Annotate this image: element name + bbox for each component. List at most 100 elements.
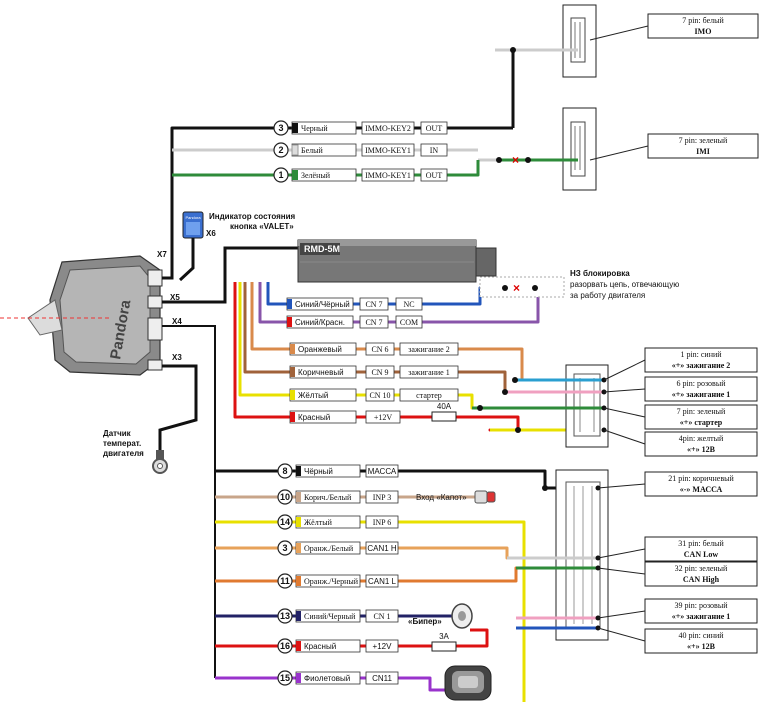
svg-text:МАССА: МАССА <box>368 467 397 476</box>
svg-text:температ.: температ. <box>103 439 141 448</box>
x4-wire-row: 8 Чёрный МАССА <box>277 463 399 479</box>
svg-text:Белый: Белый <box>301 146 324 155</box>
svg-text:«+» стартер: «+» стартер <box>680 418 723 427</box>
svg-text:НЗ блокировка: НЗ блокировка <box>570 269 630 278</box>
svg-text:CAN1 L: CAN1 L <box>368 577 397 586</box>
x4-wire-row: 10 Корич./Белый INP 3 <box>277 489 399 505</box>
svg-text:CN 10: CN 10 <box>369 391 390 400</box>
key-tag-icon <box>444 665 492 701</box>
svg-text:32 pin: зеленый: 32 pin: зеленый <box>675 564 728 573</box>
can-label: 39 pin: розовый «+» зажигание 1 <box>597 598 758 624</box>
svg-text:кнопка «VALET»: кнопка «VALET» <box>230 222 294 231</box>
svg-text:IMI: IMI <box>696 147 710 156</box>
svg-text:39 pin: розовый: 39 pin: розовый <box>675 601 729 610</box>
rmd-wire-row: Синий/Чёрный CN 7 NC <box>286 297 423 311</box>
svg-text:8: 8 <box>282 466 287 476</box>
svg-text:CN 6: CN 6 <box>371 345 388 354</box>
svg-text:3A: 3A <box>439 632 449 641</box>
svg-text:3: 3 <box>282 543 287 553</box>
svg-text:15: 15 <box>280 673 290 683</box>
can-connector <box>555 469 609 641</box>
rmd-wire-row: Красный +12V 40A <box>289 402 457 424</box>
valet-indicator: Pandora Индикатор состояния кнопка «VALE… <box>182 211 296 239</box>
svg-text:Оранж./Белый: Оранж./Белый <box>304 544 354 553</box>
svg-text:Корич./Белый: Корич./Белый <box>304 493 352 502</box>
can-label: 40 pin: синий «+» 12В <box>597 627 758 654</box>
imi-label: 7 pin: зеленый IMI <box>589 133 759 161</box>
x7-wire-row: 2 Белый IMMO-KEY1 IN <box>273 142 448 158</box>
svg-text:3: 3 <box>278 123 283 133</box>
x7-wire-row: 1 Зелёный IMMO-KEY1 OUT <box>273 167 448 183</box>
svg-text:двигателя: двигателя <box>103 449 144 458</box>
svg-text:Индикатор состояния: Индикатор состояния <box>209 212 296 221</box>
x4-label: X4 <box>172 317 182 326</box>
svg-text:Жёлтый: Жёлтый <box>304 518 333 527</box>
ign-label: 1 pin: синий «+» зажигание 2 <box>603 347 758 381</box>
beeper-label: «Бипер» <box>408 617 442 626</box>
svg-text:Синий/Красн.: Синий/Красн. <box>295 318 345 327</box>
svg-text:X6: X6 <box>206 229 216 238</box>
svg-text:Красный: Красный <box>298 413 330 422</box>
beeper-icon <box>451 603 473 629</box>
svg-text:CAN Low: CAN Low <box>684 550 719 559</box>
svg-text:Коричневый: Коричневый <box>298 368 344 377</box>
x4-wire-row: 13 Синий/Черный CN 1 <box>277 608 399 624</box>
svg-text:7 pin: зеленый: 7 pin: зеленый <box>677 407 726 416</box>
svg-text:CAN High: CAN High <box>683 575 720 584</box>
x4-wire-row: 14 Жёлтый INP 6 <box>277 514 399 530</box>
svg-text:COM: COM <box>400 318 418 327</box>
temperature-sensor <box>152 450 168 474</box>
svg-text:Чёрный: Чёрный <box>304 467 333 476</box>
svg-text:CN 7: CN 7 <box>365 318 382 327</box>
pandora-unit: Pandora <box>0 255 163 376</box>
x4-wire-row: 16 Красный +12V 3A <box>277 632 457 654</box>
svg-text:IMMO-KEY1: IMMO-KEY1 <box>365 171 411 180</box>
rmd-wire-row: Жёлтый CN 10 стартер <box>289 388 459 402</box>
svg-text:11: 11 <box>280 576 290 586</box>
svg-text:16: 16 <box>280 641 290 651</box>
hood-switch-icon <box>474 490 496 504</box>
svg-text:CN 9: CN 9 <box>371 368 388 377</box>
svg-text:RMD-5M: RMD-5M <box>304 244 340 254</box>
svg-text:Датчик: Датчик <box>103 429 132 438</box>
svg-text:стартер: стартер <box>416 391 442 400</box>
ign-label: 7 pin: зеленый «+» стартер <box>603 404 758 430</box>
svg-text:IN: IN <box>430 146 439 155</box>
svg-text:Оранж./Черный: Оранж./Черный <box>304 577 359 586</box>
x4-wire-row: 11 Оранж./Черный CAN1 L <box>277 573 399 589</box>
svg-text:13: 13 <box>280 611 290 621</box>
ignition-connector <box>565 364 609 448</box>
svg-text:IMMO-KEY2: IMMO-KEY2 <box>365 124 411 133</box>
svg-text:7 pin: белый: 7 pin: белый <box>682 16 724 25</box>
svg-text:Синий/Чёрный: Синий/Чёрный <box>295 300 350 309</box>
svg-text:OUT: OUT <box>426 171 443 180</box>
svg-text:«+» зажигание 2: «+» зажигание 2 <box>672 361 731 370</box>
svg-text:Черный: Черный <box>301 124 328 133</box>
svg-text:зажигание 1: зажигание 1 <box>408 368 449 377</box>
svg-text:за работу двигателя: за работу двигателя <box>570 291 645 300</box>
ign-label: 4pin: желтый «+» 12В <box>603 429 758 457</box>
rmd-wire-row: Коричневый CN 9 зажигание 1 <box>289 365 459 379</box>
imi-connector <box>562 107 597 191</box>
svg-text:2: 2 <box>278 145 283 155</box>
rmd-wire-row: Синий/Красн. CN 7 COM <box>286 315 423 329</box>
x4-wire-row: 15 Фиолетовый CN11 <box>277 670 399 686</box>
svg-text:«-» МАССА: «-» МАССА <box>680 485 723 494</box>
rmd-wire-row: Оранжевый CN 6 зажигание 2 <box>289 342 459 356</box>
svg-text:«+» 12В: «+» 12В <box>687 445 716 454</box>
svg-text:31 pin: белый: 31 pin: белый <box>678 539 724 548</box>
svg-text:+12V: +12V <box>373 642 393 651</box>
imo-connector <box>562 4 597 78</box>
svg-text:1 pin: синий: 1 pin: синий <box>680 350 722 359</box>
svg-text:Зелёный: Зелёный <box>301 171 331 180</box>
svg-text:CAN1 H: CAN1 H <box>367 544 397 553</box>
svg-text:IMMO-KEY1: IMMO-KEY1 <box>365 146 411 155</box>
svg-text:6 pin: розовый: 6 pin: розовый <box>677 379 727 388</box>
svg-text:Оранжевый: Оранжевый <box>298 345 342 354</box>
svg-text:Синий/Черный: Синий/Черный <box>304 612 356 621</box>
x3-label: X3 <box>172 353 182 362</box>
svg-text:«+» зажигание 1: «+» зажигание 1 <box>672 390 731 399</box>
svg-text:INP 3: INP 3 <box>373 493 392 502</box>
can-label: 21 pin: коричневый «-» МАССА <box>597 471 758 497</box>
